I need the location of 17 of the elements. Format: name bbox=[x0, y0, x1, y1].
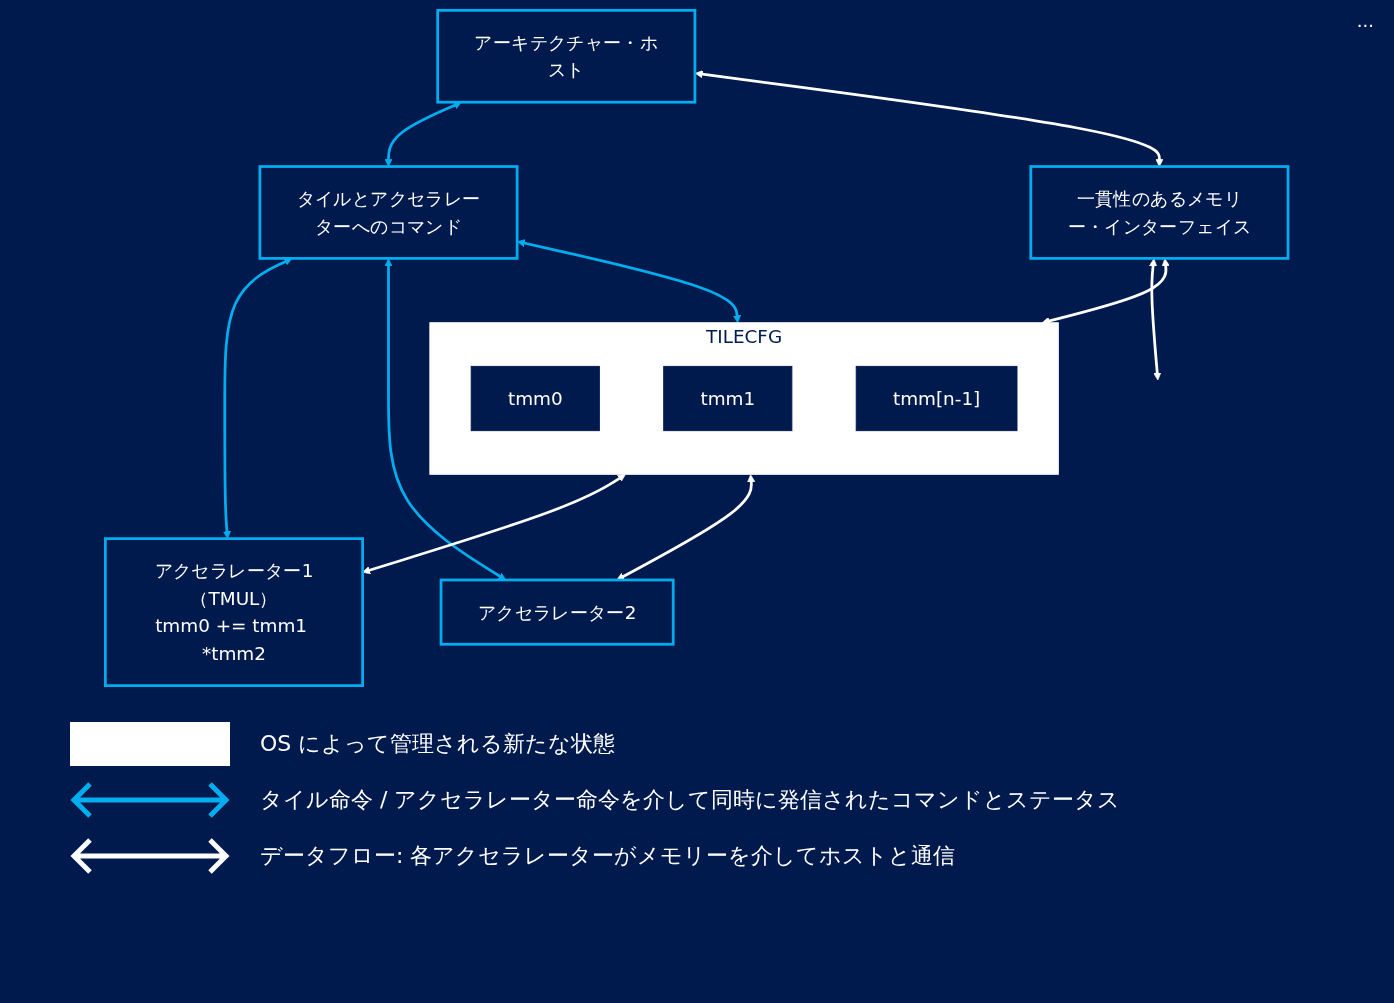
arrow bbox=[223, 258, 293, 539]
legend-label: タイル命令 / アクセラレーター命令を介して同時に発信されたコマンドとステータス bbox=[260, 786, 1121, 814]
arrow bbox=[1149, 258, 1162, 381]
legend-label: データフロー: 各アクセラレーターがメモリーを介してホストと通信 bbox=[260, 842, 956, 870]
node-box: tmm1 bbox=[663, 365, 793, 432]
node-box: アーキテクチャー・ホスト bbox=[436, 9, 697, 104]
node-box: アクセラレーター1（TMUL） tmm0 += tmm1 *tmm2 bbox=[104, 537, 365, 687]
node-box: アクセラレーター2 bbox=[439, 578, 675, 646]
legend-label: OS によって管理される新たな状態 bbox=[260, 730, 616, 758]
node-box: tmm0 bbox=[471, 365, 601, 432]
node-box: tmm[n-1] bbox=[856, 365, 1018, 432]
node-box: 一貫性のあるメモリー・インターフェイス bbox=[1029, 165, 1290, 260]
arrow bbox=[517, 239, 742, 324]
node-box: タイルとアクセラレーターへのコマンド bbox=[258, 165, 519, 260]
arrow bbox=[695, 70, 1164, 167]
arrow bbox=[362, 474, 627, 575]
register-ellipsis: ... bbox=[1356, 10, 1374, 31]
